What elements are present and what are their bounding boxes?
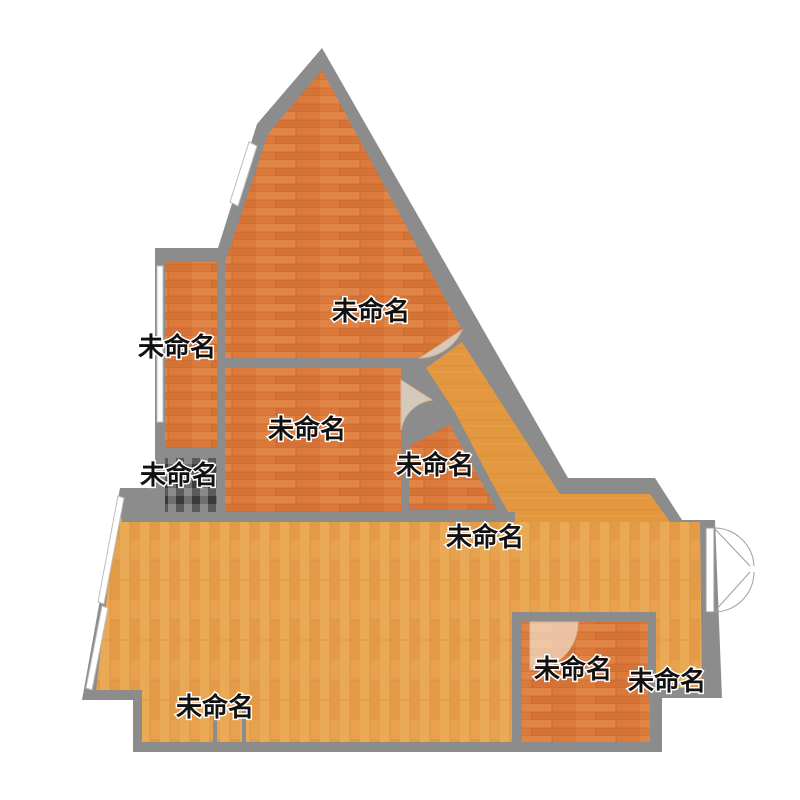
door-upper-room	[418, 328, 464, 359]
label-right-area: 未命名	[628, 666, 706, 697]
label-middle-bedroom: 未命名	[268, 414, 346, 445]
label-lower-right-room: 未命名	[534, 654, 612, 685]
window-balcony	[156, 265, 164, 423]
windows	[85, 141, 258, 691]
room-labels: 未命名 未命名 未命名 未命名 未命名 未命名 未命名 未命名 未命名	[137, 295, 708, 725]
small-room-floor	[409, 420, 500, 510]
label-upper-triangle-room: 未命名	[332, 296, 410, 327]
window-upper-left	[229, 141, 258, 207]
label-left-balcony: 未命名	[138, 332, 216, 363]
window-living-left-lower	[85, 605, 109, 691]
left-balcony-floor	[165, 262, 217, 448]
door-bedroom	[400, 379, 434, 431]
upper-triangle-room-floor	[225, 70, 462, 358]
middle-bedroom-floor	[225, 368, 401, 512]
corridor-floor	[426, 342, 670, 522]
window-living-left	[97, 495, 125, 605]
doors	[400, 328, 579, 671]
bathroom-floor	[165, 458, 217, 514]
label-living-room: 未命名	[176, 692, 254, 723]
label-corridor: 未命名	[446, 522, 524, 553]
door-lower-right-room	[529, 621, 579, 671]
interior-walls	[155, 256, 656, 752]
label-bathroom: 未命名	[140, 460, 218, 491]
living-room-floor	[96, 500, 702, 742]
label-small-room: 未命名	[396, 450, 474, 481]
entrance-doors	[705, 527, 755, 613]
